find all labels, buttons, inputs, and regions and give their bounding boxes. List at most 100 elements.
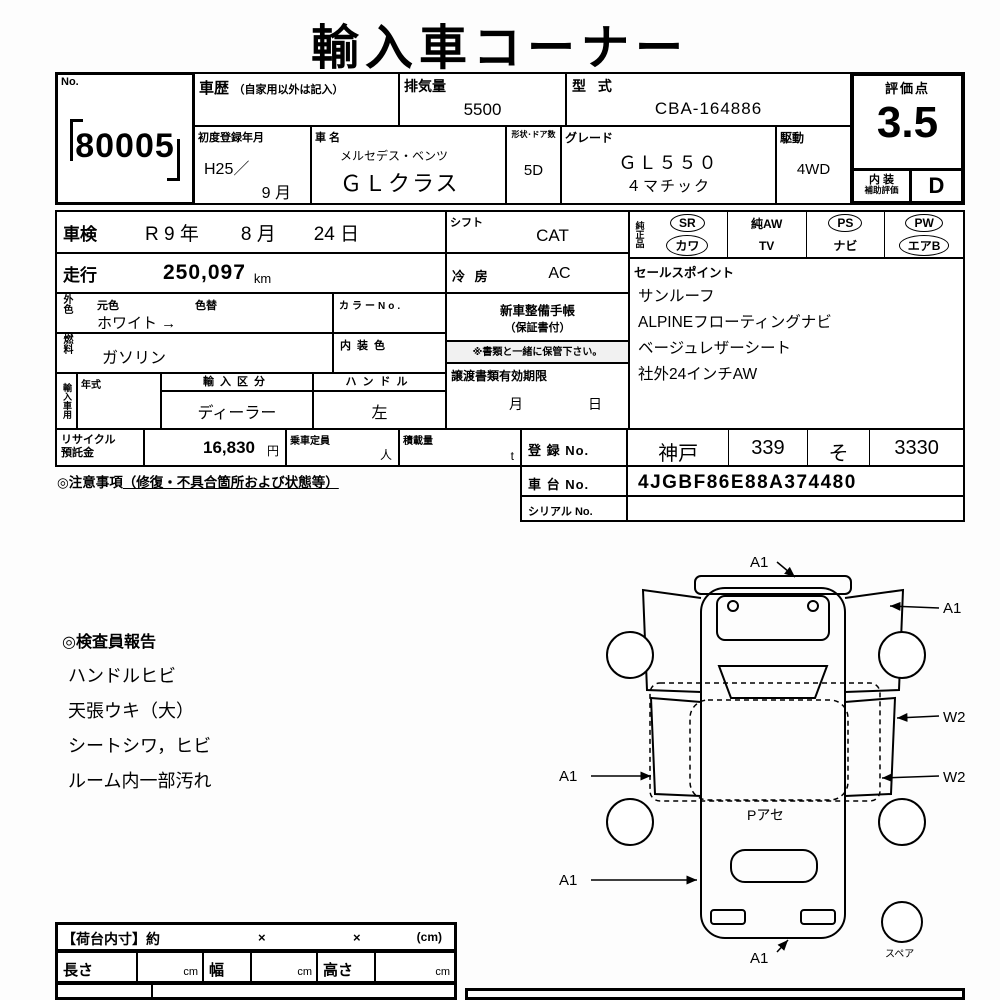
hood	[716, 595, 830, 641]
model-year-label: 年式	[81, 380, 101, 391]
first-registration-label: 初度登録年月	[198, 132, 264, 144]
annotation-a1-bottom: A1	[750, 950, 768, 967]
shape-doors-value: 5D	[523, 162, 544, 179]
load-unit: t	[510, 449, 514, 463]
recycle-row: リサイクル 預託金 16,830 円 乗車定員 人 積載量 t	[55, 428, 522, 467]
equipment-item: SR	[648, 212, 727, 235]
equipment-tv: TV	[758, 238, 775, 253]
taillight-left	[710, 909, 746, 925]
model-code-cell: 型 式 CBA-164886	[565, 72, 852, 127]
keep-note: ※書類と一緒に保管下さい。	[472, 347, 603, 358]
annotation-w2-upper: W2	[943, 709, 966, 726]
cargo-width-label-cell: 幅	[204, 953, 252, 981]
interior-color-label: 内装色	[340, 340, 391, 352]
wheel-rear-left	[606, 798, 654, 846]
recycle-label-line2: 預託金	[61, 446, 94, 459]
recycle-label-line1: リサイクル	[61, 434, 116, 446]
interior-label-line1: 内 装	[868, 174, 895, 186]
cargo-x2: ×	[353, 930, 361, 945]
right-rear-door	[844, 696, 897, 797]
annotation-a1-left-lower: A1	[559, 872, 577, 889]
serial-label: シリアル No.	[522, 497, 628, 520]
recycle-value: 16,830	[203, 438, 255, 457]
shaken-era-year: R 9 年	[145, 223, 199, 245]
capacity-cell: 乗車定員 人	[287, 430, 400, 465]
service-book-line2: （保証書付）	[504, 322, 571, 334]
serial-value	[628, 497, 963, 520]
drive-value: 4WD	[796, 161, 831, 178]
cargo-unit: (cm)	[416, 930, 442, 944]
equipment-item: ナビ	[805, 234, 885, 257]
shaken-row: 車検 R 9 年 8 月 24 日	[55, 210, 447, 254]
cargo-length-label-cell: 長さ	[58, 953, 138, 981]
annotation-w2-lower: W2	[943, 769, 966, 786]
lot-number-box: No. 80005	[55, 72, 195, 205]
score-value: 3.5	[876, 98, 939, 147]
interior-score-label: 内 装 補助評価	[854, 171, 912, 201]
registration-row: 登 録 No. 神戸 339 そ 3330	[520, 428, 965, 467]
shaken-day: 24 日	[313, 223, 360, 245]
ac-value: AC	[548, 265, 571, 282]
fuel-value: ガソリン	[102, 350, 167, 367]
equipment-navi: ナビ	[833, 239, 858, 254]
exterior-color-value: ホワイト →	[97, 315, 177, 332]
cabin-outline-dashed	[689, 699, 849, 801]
import-class-cell: 輸入区分 ディーラー	[162, 374, 314, 428]
cargo-title: 【荷台内寸】約	[62, 931, 160, 947]
shift-label: シフト	[450, 217, 483, 229]
cargo-extra-label-cell	[58, 985, 153, 997]
hood-detail-right	[807, 600, 819, 612]
registration-serial: 3330	[869, 430, 963, 465]
fuel-label: 燃料	[61, 334, 72, 354]
equipment-item: カワ	[648, 235, 727, 258]
cargo-width-unit: cm	[297, 966, 312, 978]
chassis-label: 車 台 No.	[522, 467, 628, 495]
cargo-height-label-cell: 高さ	[318, 953, 376, 981]
transfer-cell: 譲渡書類有効期限 月 日	[445, 362, 630, 430]
sales-point-line: ベージュレザーシート	[638, 340, 791, 357]
capacity-unit: 人	[379, 448, 392, 462]
shape-doors-label: 形状･ドア数	[511, 130, 556, 139]
grade-label: グレード	[565, 131, 614, 145]
equipment-aw: 純AW	[750, 216, 783, 231]
service-book-line1: 新車整備手帳	[499, 304, 575, 318]
car-name-label: 車 名	[315, 132, 341, 144]
recycle-label: リサイクル 預託金	[57, 430, 145, 465]
serial-row: シリアル No.	[520, 495, 965, 522]
registration-kana: そ	[806, 430, 870, 465]
handle-label: ハンドル	[314, 374, 445, 392]
import-label: 輸入車用	[57, 374, 78, 428]
first-registration-cell: 初度登録年月 H25／ 9 月	[193, 125, 312, 205]
shape-doors-cell: 形状･ドア数 5D	[505, 125, 562, 205]
page-title: 輸入車コーナー	[310, 22, 689, 75]
inspector-report-line: ルーム内一部汚れ	[68, 771, 212, 791]
first-registration-year: H25／	[204, 161, 250, 178]
cargo-title-row: 【荷台内寸】約 × × (cm)	[55, 922, 457, 952]
cargo-height-value-cell: cm	[376, 953, 454, 981]
capacity-label: 乗車定員	[290, 436, 330, 447]
cargo-dims-row: 長さ cm 幅 cm 高さ cm	[55, 950, 457, 984]
annotation-center: Pアセ	[747, 807, 784, 823]
lot-number-label: No.	[61, 76, 79, 88]
color-change-label: 色替	[195, 300, 217, 312]
equipment-item: PS	[805, 212, 885, 235]
drive-cell: 駆動 4WD	[775, 125, 852, 205]
spare-label: スペア	[885, 949, 914, 960]
notes-head: ◎注意事項	[57, 475, 123, 490]
equipment-item: PW	[884, 212, 963, 235]
model-code-value: CBA-164886	[654, 99, 763, 118]
interior-color-cell: 内装色	[332, 332, 447, 374]
lot-number-value: 80005	[75, 127, 175, 165]
equipment-item: 純AW	[726, 212, 806, 235]
mileage-row: 走行 250,097 km	[55, 252, 447, 294]
cargo-width-value-cell: cm	[252, 953, 318, 981]
left-front-door	[641, 588, 702, 693]
import-class-value: ディーラー	[197, 405, 277, 422]
oem-equipment-grid: SR 純AW PS PW カワ TV ナビ エアB	[648, 212, 963, 257]
transfer-day: 日	[588, 396, 602, 412]
bracket-right-icon	[167, 139, 180, 181]
chassis-row: 車 台 No. 4JGBF86E88A374480	[520, 465, 965, 497]
displacement-label: 排気量	[404, 78, 446, 94]
car-condition-diagram: A1 A1 W2 W2 A1 A1 A1 Pアセ スペア	[559, 554, 966, 967]
car-maker: メルセデス・ベンツ	[340, 149, 449, 163]
